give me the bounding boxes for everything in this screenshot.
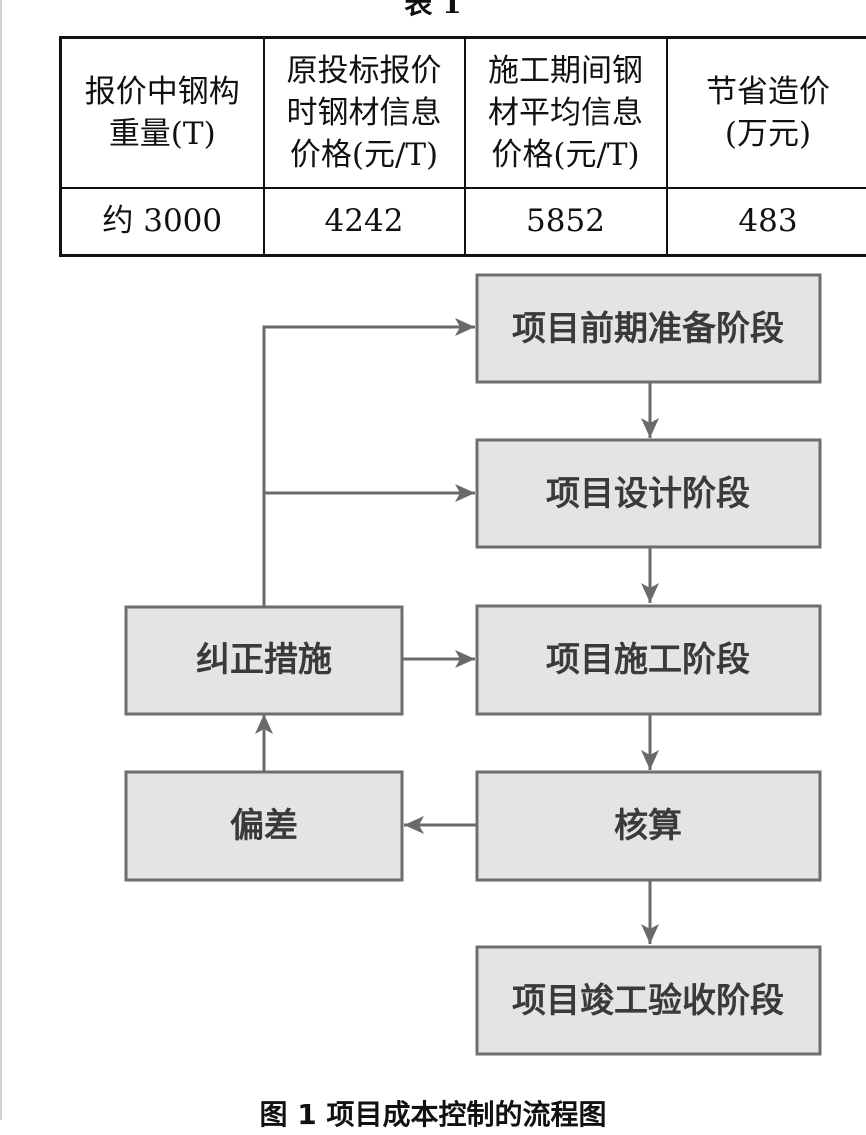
flow-node-accounting: 核算 (477, 772, 820, 880)
node-label: 项目竣工验收阶段 (512, 981, 784, 1021)
flow-node-deviation: 偏差 (126, 772, 402, 880)
flow-node-design: 项目设计阶段 (477, 440, 820, 547)
figure-caption: 图 1 项目成本控制的流程图 (0, 1095, 866, 1135)
flow-node-correction: 纠正措施 (126, 607, 402, 714)
node-label: 偏差 (230, 806, 298, 846)
edge-correction-to-prep (264, 327, 475, 607)
node-label: 项目设计阶段 (546, 474, 750, 514)
flow-node-completion: 项目竣工验收阶段 (477, 947, 820, 1054)
node-label: 项目前期准备阶段 (512, 309, 784, 349)
flow-node-construction: 项目施工阶段 (477, 606, 820, 714)
flow-node-prep: 项目前期准备阶段 (477, 275, 820, 382)
node-label: 核算 (614, 806, 682, 846)
node-label: 纠正措施 (196, 640, 332, 680)
node-label: 项目施工阶段 (546, 640, 750, 680)
